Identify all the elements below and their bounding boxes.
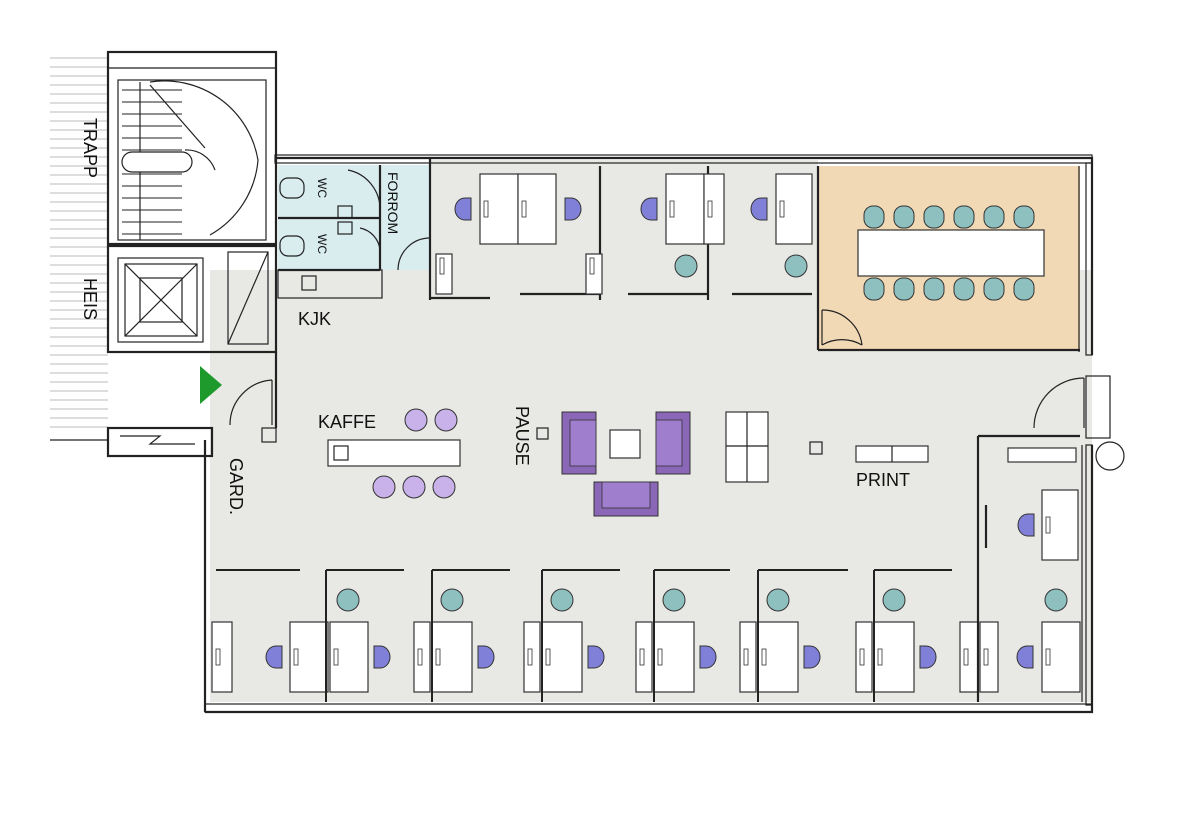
- monitor: [333, 648, 339, 666]
- office-chair: [564, 197, 582, 221]
- desk: [979, 621, 999, 693]
- entry-arrow-icon: [200, 366, 222, 404]
- meeting-chair: [1013, 205, 1035, 229]
- meeting-chair: [893, 205, 915, 229]
- office-chair: [750, 197, 768, 221]
- monitor: [779, 200, 785, 218]
- desk: [959, 621, 979, 693]
- office-chair: [640, 197, 658, 221]
- guest-chair: [336, 588, 360, 612]
- meeting-chair: [983, 205, 1005, 229]
- office-chair: [477, 645, 495, 669]
- meeting-chair: [953, 277, 975, 301]
- monitor: [639, 648, 645, 666]
- monitor: [435, 648, 441, 666]
- label-heis: HEIS: [80, 278, 100, 320]
- guest-chair: [1044, 588, 1068, 612]
- stair-core: [106, 50, 278, 246]
- monitor: [483, 200, 489, 218]
- monitor: [527, 648, 533, 666]
- outer-walls: [203, 154, 1094, 714]
- label-wc-1: WC: [315, 178, 329, 198]
- monitor: [657, 648, 663, 666]
- label-kjk: KJK: [298, 309, 331, 329]
- desk: [517, 173, 557, 245]
- monitor: [215, 648, 221, 666]
- bar-stool: [434, 408, 458, 432]
- monitor: [983, 648, 989, 666]
- label-trapp: TRAPP: [80, 118, 100, 178]
- office-chair: [803, 645, 821, 669]
- monitor: [521, 200, 527, 218]
- meeting-chair: [923, 205, 945, 229]
- office-chair: [1017, 513, 1035, 537]
- guest-chair: [766, 588, 790, 612]
- monitor: [761, 648, 767, 666]
- bar-stool: [432, 475, 456, 499]
- monitor: [877, 648, 883, 666]
- monitor: [669, 200, 675, 218]
- meeting-chair: [893, 277, 915, 301]
- monitor: [417, 648, 423, 666]
- bar-stool: [402, 475, 426, 499]
- guest-chair: [662, 588, 686, 612]
- office-chair: [265, 645, 283, 669]
- bar-stool: [404, 408, 428, 432]
- bar-stool: [372, 475, 396, 499]
- monitor: [589, 257, 595, 275]
- monitor: [439, 257, 445, 275]
- meeting-chair: [923, 277, 945, 301]
- label-wc-2: WC: [315, 234, 329, 254]
- monitor: [707, 200, 713, 218]
- monitor: [743, 648, 749, 666]
- lounge: [536, 411, 929, 517]
- monitor: [1045, 648, 1051, 666]
- monitor: [293, 648, 299, 666]
- stair-landing-hatch: [50, 57, 108, 428]
- label-pause: PAUSE: [512, 406, 532, 466]
- monitor: [859, 648, 865, 666]
- desk: [211, 621, 233, 693]
- guest-chair: [882, 588, 906, 612]
- monitor: [545, 648, 551, 666]
- guest-chair: [440, 588, 464, 612]
- label-kaffe: KAFFE: [318, 412, 376, 432]
- guest-chair: [674, 254, 698, 278]
- guest-chair: [550, 588, 574, 612]
- office-chair: [587, 645, 605, 669]
- monitor: [963, 648, 969, 666]
- workstations: [211, 173, 1081, 693]
- right-office: [976, 375, 1125, 702]
- guest-chair: [784, 254, 808, 278]
- meeting-chair: [1013, 277, 1035, 301]
- coffee-area: [327, 408, 461, 499]
- monitor: [1045, 516, 1051, 534]
- office-chair: [373, 645, 391, 669]
- label-gard: GARD.: [226, 458, 246, 515]
- meeting-chair: [953, 205, 975, 229]
- office-chair: [919, 645, 937, 669]
- wc-block: [277, 158, 432, 300]
- desk: [703, 173, 725, 245]
- label-forrom: FORROM: [385, 172, 401, 234]
- label-print: PRINT: [856, 470, 910, 490]
- office-chair: [699, 645, 717, 669]
- meeting-chair: [863, 205, 885, 229]
- office-chair: [1016, 645, 1034, 669]
- bottom-partitions: [216, 569, 952, 702]
- meeting-chair: [863, 277, 885, 301]
- meeting-chair: [983, 277, 1005, 301]
- entrance: [50, 352, 278, 458]
- office-chair: [454, 197, 472, 221]
- elevator-core: [106, 244, 278, 354]
- meeting-table: [857, 205, 1045, 301]
